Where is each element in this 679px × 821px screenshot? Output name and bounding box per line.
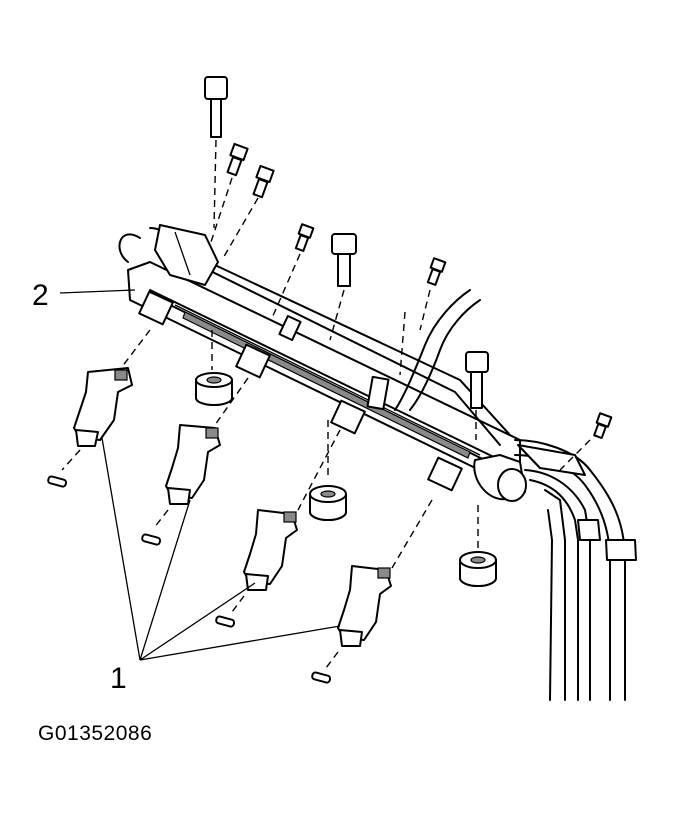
injector-4 bbox=[311, 499, 433, 684]
bolt-right bbox=[465, 351, 489, 440]
rail-clips bbox=[278, 314, 390, 411]
stud-far-right bbox=[559, 412, 613, 471]
stud-center bbox=[271, 223, 315, 319]
vacuum-hose bbox=[394, 289, 481, 411]
rail-sockets bbox=[138, 290, 463, 492]
callout-number-1: 1 bbox=[110, 662, 127, 695]
bolt-center bbox=[329, 233, 357, 341]
callout-1-leaders bbox=[101, 437, 341, 661]
injector-3 bbox=[215, 429, 341, 628]
spacer-1 bbox=[195, 330, 233, 406]
fuel-lines bbox=[514, 439, 637, 701]
stud-mid-right bbox=[419, 257, 447, 331]
spacer-2 bbox=[309, 420, 347, 521]
injector-1 bbox=[47, 329, 151, 488]
bolt-small-2 bbox=[221, 164, 275, 261]
callout-number-2: 2 bbox=[32, 279, 49, 312]
spacer-3 bbox=[459, 505, 497, 587]
injector-2 bbox=[141, 377, 249, 546]
callout-2-leader bbox=[59, 289, 136, 294]
figure-code: G01352086 bbox=[38, 722, 153, 745]
bolt-top-left bbox=[204, 76, 228, 229]
bolt-small-1 bbox=[209, 142, 249, 246]
